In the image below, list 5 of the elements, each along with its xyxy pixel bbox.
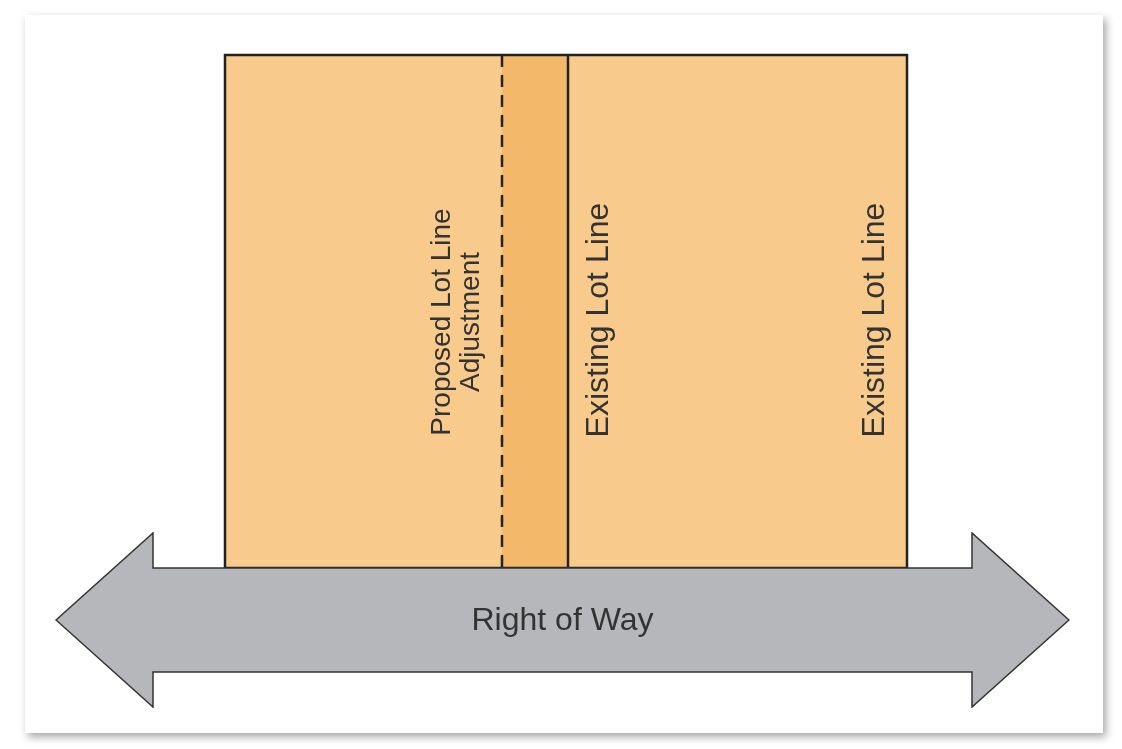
lot-line-label: Existing Lot Line bbox=[581, 201, 615, 440]
lot-line-label: Proposed Lot Line Adjustment bbox=[425, 207, 485, 438]
double-arrow bbox=[55, 532, 1070, 708]
lot-line-label: Existing Lot Line bbox=[857, 201, 891, 440]
arrow-label: Right of Way bbox=[470, 600, 655, 638]
